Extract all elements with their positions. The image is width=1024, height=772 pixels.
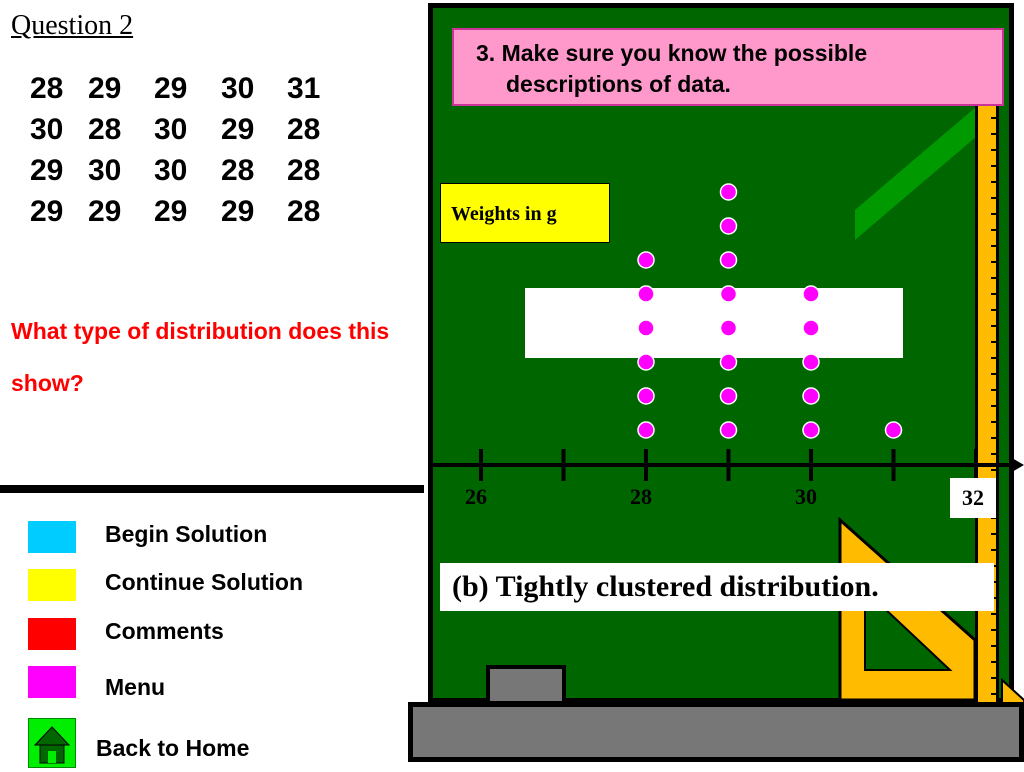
data-point (802, 421, 820, 439)
data-cell: 29 (221, 113, 255, 146)
data-point (637, 285, 655, 303)
data-cell: 29 (30, 154, 64, 187)
data-cell: 29 (154, 195, 188, 228)
tick-label: 28 (630, 484, 652, 509)
data-cell: 28 (30, 72, 64, 105)
data-point (637, 353, 655, 371)
begin-solution-label[interactable]: Begin Solution (105, 521, 268, 547)
data-point (802, 353, 820, 371)
continue-solution-button[interactable] (28, 569, 76, 601)
data-cell: 29 (88, 195, 122, 228)
data-point (719, 319, 738, 337)
data-point (637, 251, 655, 269)
data-cell: 31 (287, 72, 321, 105)
comments-button[interactable] (28, 618, 76, 650)
menu-label[interactable]: Menu (105, 674, 166, 700)
data-cell: 30 (154, 154, 188, 187)
answer-text: (b) Tightly clustered distribution. (440, 563, 994, 611)
question-prompt: What type of distribution does this show… (11, 318, 390, 396)
home-icon (33, 726, 71, 764)
data-point (802, 285, 820, 303)
menu-button[interactable] (28, 666, 76, 698)
data-cell: 28 (287, 154, 321, 187)
begin-solution-button[interactable] (28, 521, 76, 553)
question-title: Question 2 (11, 10, 134, 41)
tick-label: 32 (950, 478, 996, 518)
tick-label: 26 (465, 484, 487, 509)
data-cell: 30 (221, 72, 255, 105)
data-point (719, 285, 738, 303)
continue-solution-label[interactable]: Continue Solution (105, 569, 304, 595)
data-point (637, 319, 655, 337)
data-cell: 29 (221, 195, 255, 228)
data-point (637, 421, 655, 439)
set-square-corner (1001, 677, 1024, 706)
data-point (719, 217, 738, 235)
data-cell: 30 (154, 113, 188, 146)
data-point (719, 387, 738, 405)
data-cell: 28 (88, 113, 122, 146)
data-point (637, 387, 655, 405)
x-axis-arrow (1012, 458, 1024, 472)
chart-title-label: Weights in g (440, 183, 610, 243)
data-point (719, 183, 738, 201)
board-tray (408, 702, 1024, 762)
tick-label: 30 (795, 484, 817, 509)
data-point (719, 353, 738, 371)
data-cell: 28 (221, 154, 255, 187)
data-cell: 28 (287, 113, 321, 146)
data-cell: 28 (287, 195, 321, 228)
tip-callout: 3. Make sure you know the possible descr… (452, 28, 1004, 106)
divider (0, 485, 424, 493)
comments-label[interactable]: Comments (105, 618, 224, 644)
tip-callout-line-1: 3. Make sure you know the possible (476, 40, 868, 66)
back-to-home-label[interactable]: Back to Home (96, 735, 250, 761)
back-to-home-button[interactable] (28, 718, 76, 768)
data-cell: 29 (154, 72, 188, 105)
tip-callout-line-2: descriptions of data. (506, 71, 731, 97)
data-point (802, 319, 820, 337)
chalk-stroke (855, 95, 990, 240)
data-point (719, 421, 738, 439)
data-cell: 29 (30, 195, 64, 228)
data-cell: 30 (30, 113, 64, 146)
data-point (884, 421, 903, 439)
data-point (719, 251, 738, 269)
highlight-band (525, 288, 903, 358)
data-cell: 29 (88, 72, 122, 105)
data-cell: 30 (88, 154, 122, 187)
data-point (802, 387, 820, 405)
